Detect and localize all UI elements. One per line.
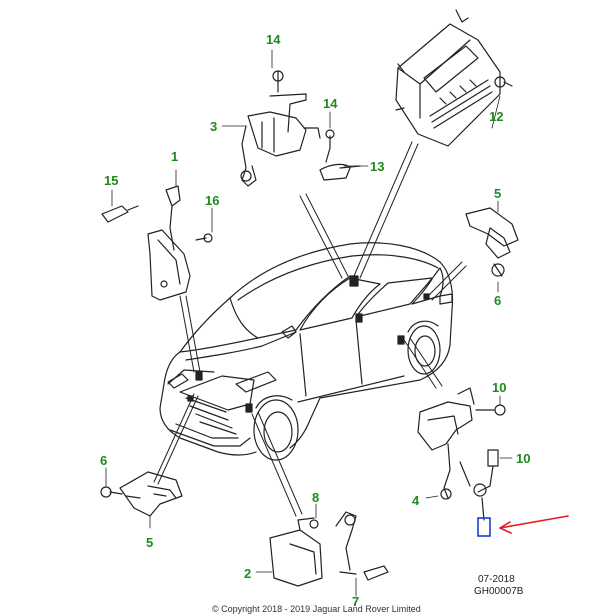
callout-5-lower[interactable]: 5: [146, 535, 154, 550]
front-right-height-sensor: [269, 511, 389, 587]
rear-height-sensor-assembly: [240, 70, 361, 187]
callout-7[interactable]: 7: [352, 594, 360, 609]
highlight-box[interactable]: [477, 517, 491, 537]
rear-right-bracket: [465, 207, 519, 277]
illustration-date: 07-2018: [478, 574, 515, 585]
callout-15[interactable]: 15: [104, 173, 119, 188]
callout-1[interactable]: 1: [171, 149, 179, 164]
pointer-arrow: [499, 515, 569, 534]
callout-6-upper[interactable]: 6: [494, 293, 502, 308]
callout-4[interactable]: 4: [412, 493, 420, 508]
control-module: [395, 9, 513, 147]
callout-leaders: [105, 49, 513, 597]
callout-10-lower[interactable]: 10: [516, 451, 531, 466]
callout-13[interactable]: 13: [370, 159, 385, 174]
copyright-notice: © Copyright 2018 - 2019 Jaguar Land Rove…: [212, 604, 421, 614]
callout-12[interactable]: 12: [489, 109, 504, 124]
leader-lines: [153, 141, 467, 517]
vehicle-outline: [159, 242, 454, 461]
right-rear-height-sensor: [417, 387, 506, 521]
callout-16[interactable]: 16: [205, 193, 220, 208]
callout-5-upper[interactable]: 5: [494, 186, 502, 201]
callout-8[interactable]: 8: [312, 490, 320, 505]
callout-6-lower[interactable]: 6: [100, 453, 108, 468]
illustration-code: GH00007B: [474, 586, 524, 597]
callout-14-lower[interactable]: 14: [323, 96, 338, 111]
front-lower-bracket: [100, 471, 183, 517]
callout-14-upper[interactable]: 14: [266, 32, 281, 47]
callout-10-upper[interactable]: 10: [492, 380, 507, 395]
callout-2[interactable]: 2: [244, 566, 252, 581]
front-left-height-sensor: [101, 185, 213, 301]
callout-3[interactable]: 3: [210, 119, 218, 134]
